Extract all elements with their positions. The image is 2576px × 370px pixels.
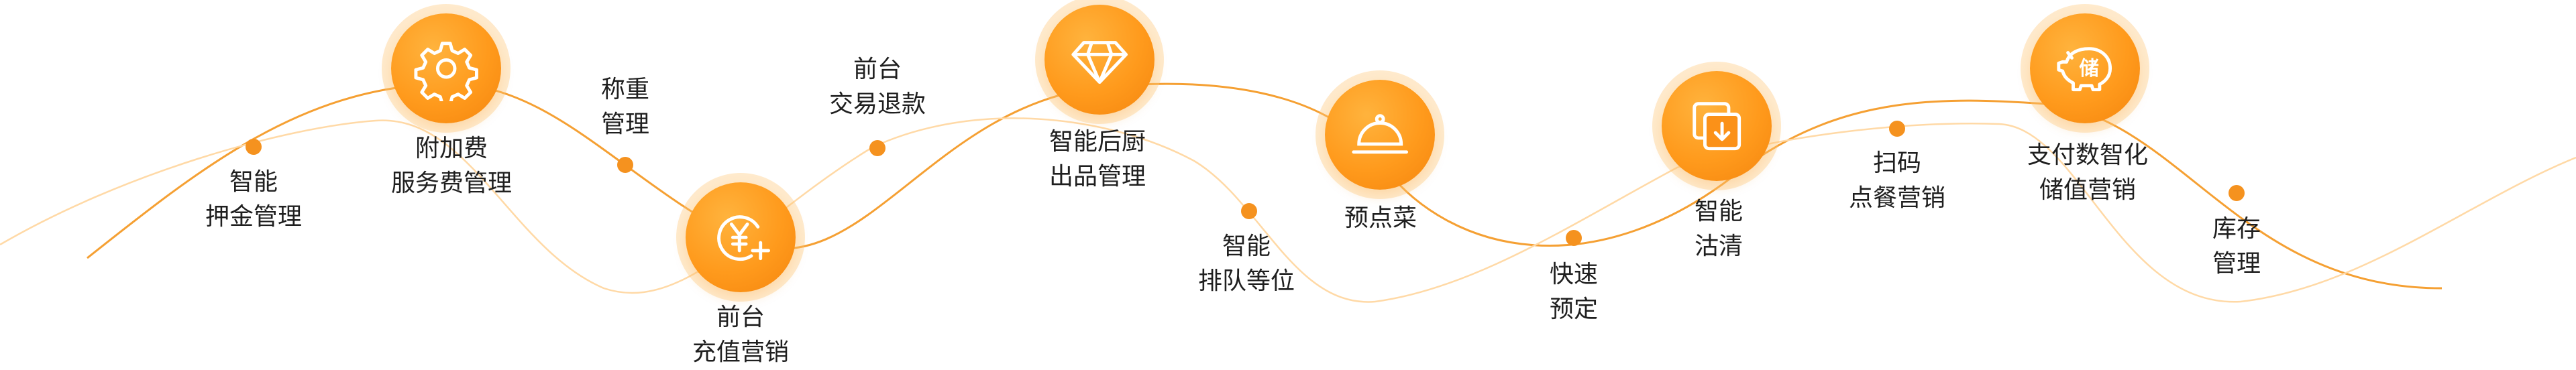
label-line: 称重: [600, 76, 650, 103]
label-weighing: 称重 管理: [601, 72, 649, 142]
clear-table-icon: [1693, 102, 1741, 150]
label-line: 智能: [1694, 198, 1743, 225]
milestone-dot-weighing: [617, 157, 633, 173]
node-clearing: [1662, 71, 1772, 181]
label-preorder: 预点菜: [1344, 201, 1417, 236]
label-line: 沽清: [1694, 233, 1743, 260]
label-line: 预点菜: [1344, 204, 1417, 232]
label-queue: 智能 排队等位: [1198, 229, 1295, 299]
label-line: 预定: [1549, 296, 1599, 323]
label-scan: 扫码 点餐营销: [1849, 146, 1945, 216]
label-line: 排队等位: [1197, 267, 1295, 295]
node-recharge: [686, 182, 796, 292]
yen-plus-icon: [717, 215, 770, 261]
label-line: 押金管理: [205, 203, 303, 231]
label-line: 前台: [853, 56, 902, 83]
piggy-bank-icon: 储: [2057, 47, 2112, 91]
label-clearing: 智能 沽清: [1695, 194, 1743, 264]
node-surcharge: [391, 13, 501, 123]
label-line: 管理: [600, 111, 650, 138]
label-line: 智能: [229, 168, 278, 196]
label-storedvalue: 支付数智化 储值营销: [2027, 138, 2148, 208]
label-line: 快速: [1549, 261, 1599, 288]
label-line: 出品管理: [1049, 163, 1146, 190]
milestone-dot-queue: [1241, 203, 1257, 219]
label-surcharge: 附加费 服务费管理: [391, 131, 512, 201]
label-line: 支付数智化: [2027, 141, 2149, 169]
label-line: 智能: [1222, 233, 1271, 260]
label-line: 前台: [716, 304, 765, 331]
label-line: 储值营销: [2039, 176, 2137, 204]
label-line: 智能后厨: [1049, 128, 1146, 156]
cloche-icon: [1352, 113, 1408, 154]
gear-icon: [414, 42, 478, 102]
label-booking: 快速 预定: [1550, 257, 1598, 327]
node-kitchen: [1044, 5, 1155, 115]
label-inventory: 库存 管理: [2212, 212, 2261, 282]
label-recharge: 前台 充值营销: [692, 300, 789, 370]
flow-curve-faint: [0, 117, 2576, 303]
node-storedvalue: 储: [2030, 13, 2140, 123]
label-line: 扫码: [1872, 149, 1922, 177]
label-kitchen: 智能后厨 出品管理: [1049, 125, 1146, 194]
label-line: 交易退款: [828, 90, 926, 118]
label-line: 点餐营销: [1848, 184, 1946, 212]
label-line: 附加费: [415, 135, 488, 162]
diamond-icon: [1071, 40, 1128, 84]
milestone-dot-booking: [1566, 230, 1582, 246]
milestone-dot-deposit: [246, 139, 262, 155]
milestone-dot-scan: [1889, 121, 1905, 137]
label-line: 管理: [2212, 250, 2261, 278]
node-preorder: [1325, 80, 1435, 190]
label-line: 服务费管理: [390, 170, 513, 197]
label-line: 库存: [2212, 215, 2261, 243]
label-refund: 前台 交易退款: [829, 52, 926, 122]
label-line: 充值营销: [692, 338, 790, 366]
piggy-icon-text: 储: [2079, 57, 2099, 80]
label-deposit: 智能 押金管理: [205, 165, 302, 235]
milestone-dot-inventory: [2229, 185, 2245, 201]
milestone-dot-refund: [869, 140, 885, 156]
